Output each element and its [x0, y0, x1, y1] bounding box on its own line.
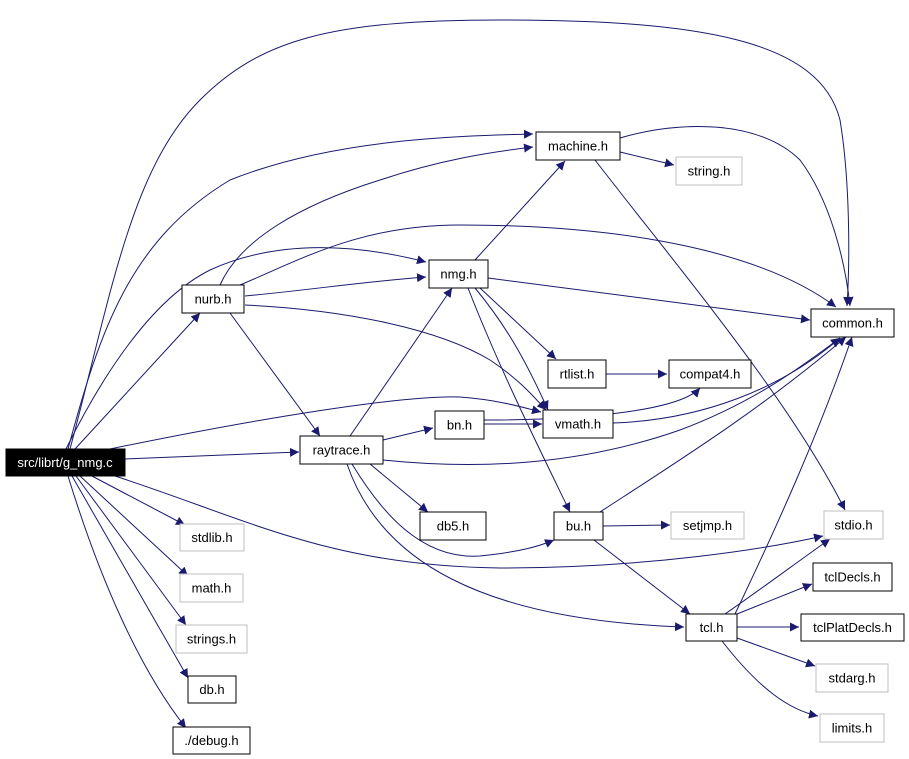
svg-text:common.h: common.h: [822, 316, 883, 331]
node-stdarg-h[interactable]: stdarg.h: [815, 663, 889, 693]
svg-text:tcl.h: tcl.h: [700, 620, 724, 635]
svg-text:string.h: string.h: [688, 164, 731, 179]
edge-raytrace-bn: [382, 425, 434, 441]
node-string-h[interactable]: string.h: [675, 156, 743, 186]
node-bu-h[interactable]: bu.h: [553, 511, 604, 541]
svg-text:machine.h: machine.h: [548, 139, 608, 154]
svg-text:tclDecls.h: tclDecls.h: [824, 570, 880, 585]
node-nmg-h[interactable]: nmg.h: [428, 259, 489, 289]
node-stdlib-h[interactable]: stdlib.h: [179, 523, 245, 552]
svg-text:nurb.h: nurb.h: [195, 292, 232, 307]
node-debug-h[interactable]: ./debug.h: [172, 726, 251, 755]
svg-text:math.h: math.h: [192, 581, 232, 596]
edge-vmath-common: [612, 337, 841, 424]
edge-root-db: [71, 475, 189, 679]
node-compat4-h[interactable]: compat4.h: [668, 359, 752, 389]
svg-text:db.h: db.h: [199, 682, 224, 697]
node-tcl-h[interactable]: tcl.h: [685, 613, 738, 642]
svg-text:tclPlatDecls.h: tclPlatDecls.h: [813, 620, 892, 635]
svg-text:nmg.h: nmg.h: [440, 267, 476, 282]
node-math-h[interactable]: math.h: [179, 573, 244, 603]
svg-text:stdio.h: stdio.h: [834, 518, 872, 533]
edge-root-raytrace: [124, 447, 300, 460]
edge-tcl-limits: [721, 640, 819, 719]
svg-text:vmath.h: vmath.h: [555, 417, 601, 432]
edge-bn-compat4: [483, 387, 701, 421]
edge-tcl-stdio: [724, 538, 831, 615]
edge-root-stdlib: [89, 474, 186, 526]
edge-root-math: [79, 475, 189, 577]
edge-nmg-bu: [467, 287, 571, 513]
node-limits-h[interactable]: limits.h: [819, 713, 885, 743]
edge-root-debug: [67, 475, 187, 729]
edge-nmg-machine: [474, 160, 566, 261]
edge-raytrace-tcl: [346, 463, 685, 632]
edge-raytrace-bu: [351, 463, 555, 557]
svg-text:src/librt/g_nmg.c: src/librt/g_nmg.c: [17, 455, 113, 470]
node-common-h[interactable]: common.h: [810, 308, 895, 338]
svg-text:setjmp.h: setjmp.h: [683, 518, 732, 533]
edge-root-vmath: [109, 396, 542, 450]
edge-raytrace-db5: [369, 463, 429, 513]
edge-root-machine: [67, 129, 534, 450]
svg-text:stdarg.h: stdarg.h: [829, 671, 876, 686]
edge-raytrace-common: [382, 337, 841, 466]
edge-nmg-rtlist: [479, 287, 557, 360]
edge-root-nmg: [65, 247, 427, 450]
node-vmath-h[interactable]: vmath.h: [542, 409, 614, 439]
nodes: src/librt/g_nmg.c machine.h string.h nur…: [5, 131, 905, 755]
edge-bu-setjmp: [602, 520, 671, 530]
edge-bu-tcl: [593, 539, 691, 615]
edge-nurb-common: [239, 224, 837, 308]
edge-root-common: [69, 19, 853, 450]
node-raytrace-h[interactable]: raytrace.h: [299, 435, 384, 465]
edge-machine-common: [619, 125, 854, 307]
svg-text:stdlib.h: stdlib.h: [191, 530, 232, 545]
edges: [65, 19, 854, 729]
svg-text:raytrace.h: raytrace.h: [313, 443, 371, 458]
node-rtlist-h[interactable]: rtlist.h: [547, 359, 607, 389]
svg-text:bu.h: bu.h: [566, 519, 591, 534]
svg-text:strings.h: strings.h: [187, 632, 236, 647]
svg-text:compat4.h: compat4.h: [680, 367, 741, 382]
edge-root-nurb: [74, 312, 201, 450]
node-root-file[interactable]: src/librt/g_nmg.c: [5, 448, 126, 477]
edge-nurb-nmg: [244, 273, 427, 297]
node-db-h[interactable]: db.h: [187, 675, 237, 704]
edge-root-stdio: [114, 475, 824, 569]
node-machine-h[interactable]: machine.h: [535, 131, 621, 161]
node-db5-h[interactable]: db5.h: [419, 511, 487, 541]
edge-nurb-raytrace: [229, 312, 321, 437]
svg-text:bn.h: bn.h: [447, 418, 472, 433]
edge-root-strings: [75, 475, 187, 626]
edge-tcl-tcldecls: [736, 583, 813, 615]
edge-nurb-machine: [219, 143, 534, 286]
svg-text:./debug.h: ./debug.h: [184, 733, 238, 748]
svg-text:rtlist.h: rtlist.h: [560, 367, 595, 382]
edge-nmg-vmath: [474, 287, 549, 411]
node-tclplatdecls-h[interactable]: tclPlatDecls.h: [800, 613, 905, 642]
node-strings-h[interactable]: strings.h: [175, 624, 248, 654]
node-bn-h[interactable]: bn.h: [434, 410, 485, 440]
edge-bu-common: [599, 336, 847, 513]
edge-machine-stdio: [594, 159, 846, 511]
node-tcldecls-h[interactable]: tclDecls.h: [812, 562, 893, 592]
edge-tcl-stdarg: [736, 637, 816, 668]
svg-text:limits.h: limits.h: [832, 721, 872, 736]
edge-nmg-common: [487, 277, 811, 324]
edge-tcl-common: [734, 336, 854, 615]
edge-machine-string: [619, 151, 675, 168]
node-setjmp-h[interactable]: setjmp.h: [670, 511, 745, 540]
node-stdio-h[interactable]: stdio.h: [823, 510, 884, 540]
node-nurb-h[interactable]: nurb.h: [181, 284, 245, 314]
edge-nurb-vmath: [244, 304, 547, 411]
edge-raytrace-nmg: [349, 287, 453, 437]
svg-text:db5.h: db5.h: [437, 519, 470, 534]
